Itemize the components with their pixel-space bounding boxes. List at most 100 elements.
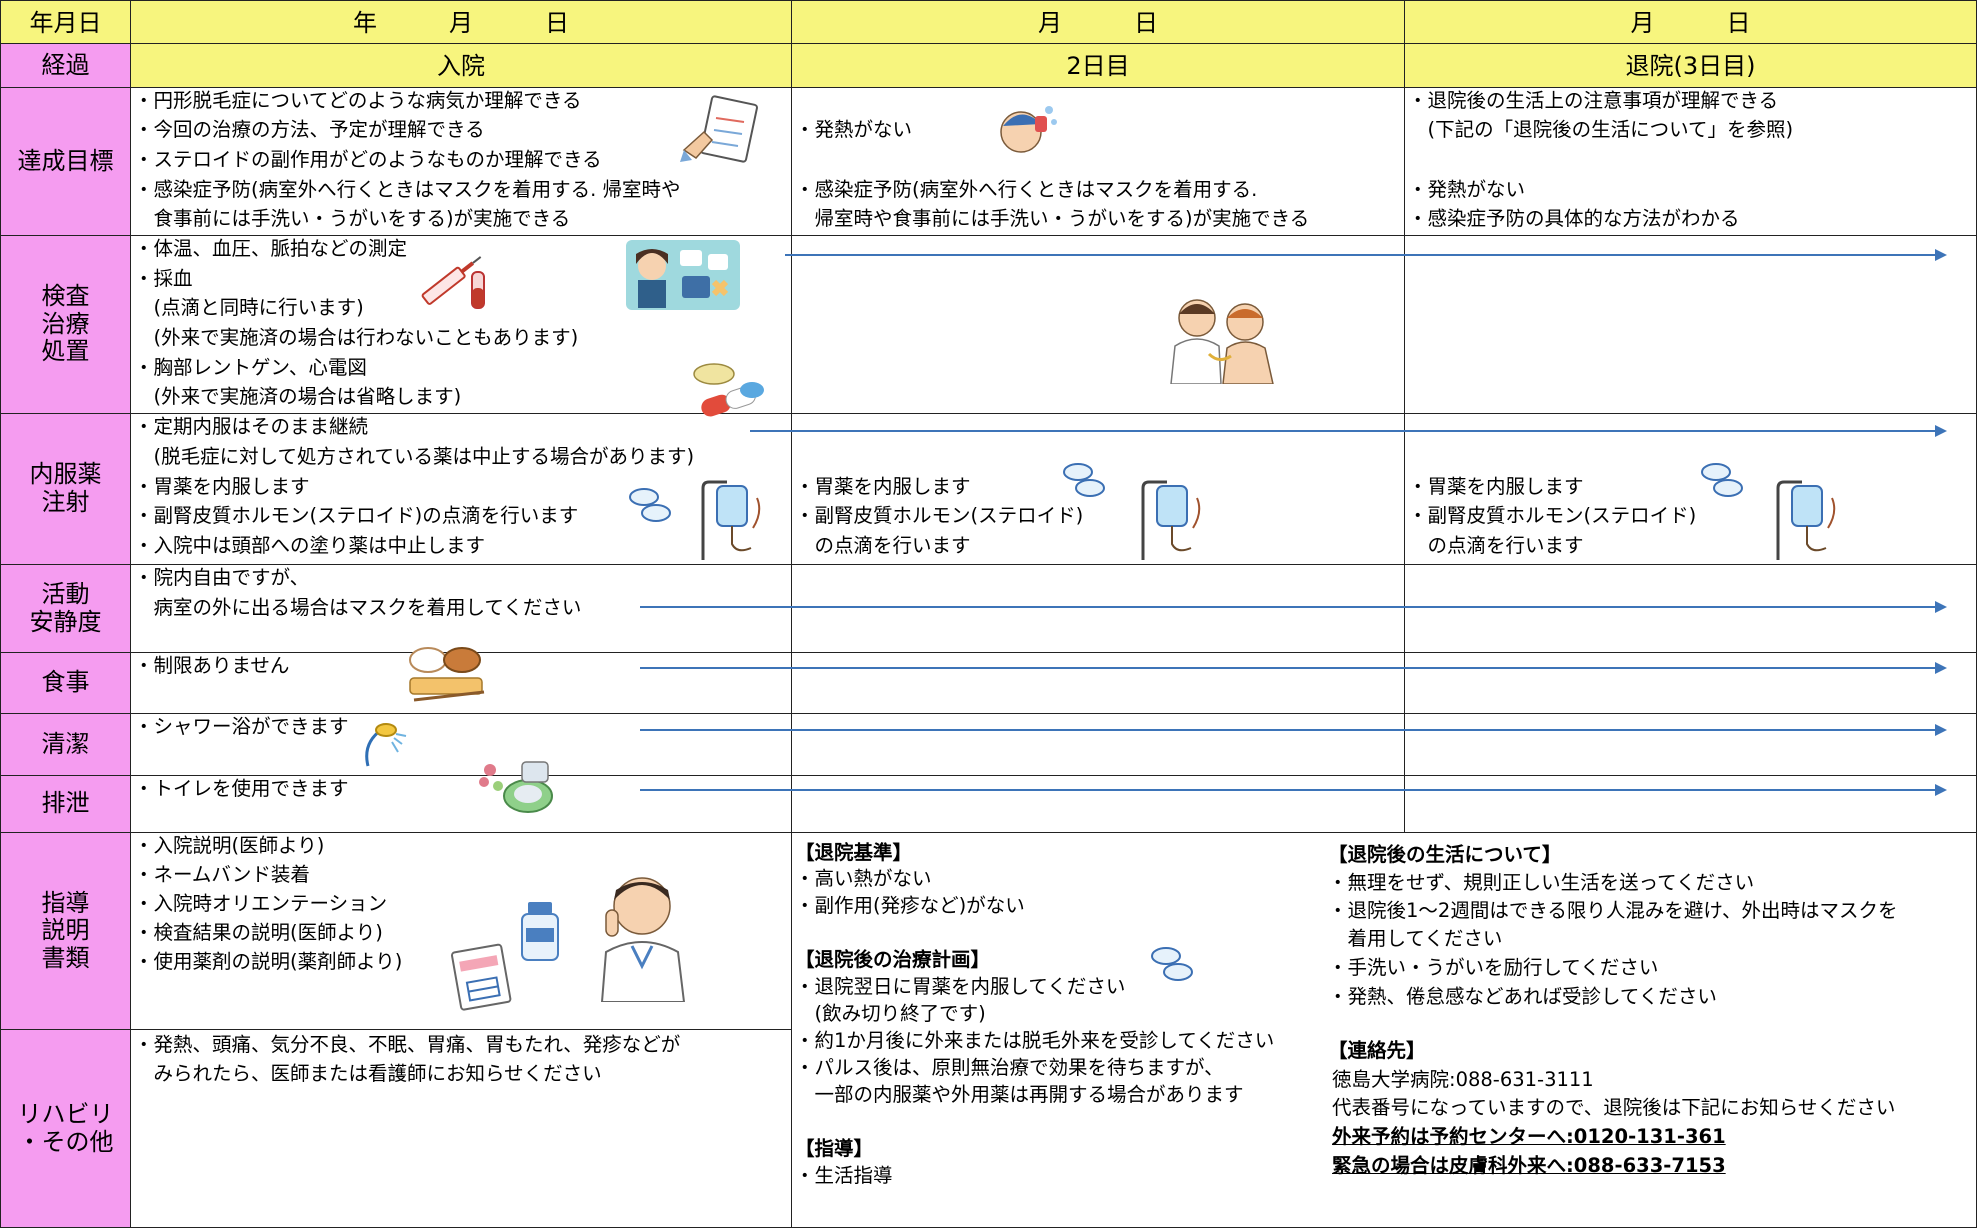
header-corner: 年月日 <box>29 9 102 37</box>
nurse-icon <box>626 240 740 310</box>
goal-text: ・ステロイドの副作用がどのようなものか理解できる <box>134 148 602 171</box>
continuation-arrow-hygiene <box>640 724 1947 736</box>
hygiene-col2-cell <box>791 713 1405 776</box>
meds-text: (脱毛症に対して処方されている薬は中止する場合があります) <box>134 445 695 468</box>
row-label-exam: 検査 治療 処置 <box>0 235 131 414</box>
tablet-icon <box>1062 460 1106 500</box>
activity-col2-cell <box>791 564 1405 653</box>
continuation-arrow-activity <box>640 601 1947 613</box>
header-date-3: 月 日 <box>1630 9 1751 37</box>
instruction-item: ・生活指導 <box>795 1164 893 1187</box>
guidance-text: ・検査結果の説明(医師より) <box>134 921 383 944</box>
header-date-1: 年 月 日 <box>353 9 569 37</box>
row-label-goals: 達成目標 <box>0 87 131 236</box>
iv-drip-icon <box>1137 478 1217 560</box>
meds-text: の点滴を行います <box>1408 534 1584 557</box>
discharge-criteria-item: ・高い熱がない <box>795 867 932 890</box>
goal-text: ・発熱がない <box>795 118 913 141</box>
rehab-text: みられたら、医師または看護師にお知らせください <box>134 1062 602 1085</box>
goal-text: ・感染症予防(病室外へ行くときはマスクを着用する. <box>795 178 1258 201</box>
continuation-arrow-exam <box>785 249 1947 261</box>
iv-drip-icon <box>697 478 777 560</box>
discharge-criteria-item: ・副作用(発疹など)がない <box>795 894 1025 917</box>
progress-col3: 退院(3日目) <box>1404 43 1977 88</box>
memo-icon <box>678 92 762 164</box>
guidance-text: ・入院説明(医師より) <box>134 834 325 857</box>
header-corner-cell: 年月日 <box>0 0 131 44</box>
excretion-col2-cell <box>791 775 1405 833</box>
row-label-hygiene: 清潔 <box>0 713 131 776</box>
life-after-item: ・手洗い・うがいを励行してください <box>1328 956 1659 979</box>
instruction-title: 【指導】 <box>795 1137 874 1160</box>
goal-text: ・感染症予防の具体的な方法がわかる <box>1408 207 1740 230</box>
meal-icon <box>404 644 490 704</box>
exam-text: (外来で実施済の場合は省略します) <box>134 385 462 408</box>
iv-drip-icon <box>1772 478 1852 560</box>
exam-col3-cell <box>1404 235 1977 414</box>
continuation-arrow-excretion <box>640 784 1947 796</box>
exam-text: ・胸部レントゲン、心電図 <box>134 356 367 379</box>
activity-col3-cell <box>1404 564 1977 653</box>
discharge-criteria-title: 【退院基準】 <box>795 841 913 864</box>
life-after-item: ・退院後1～2週間はできる限り人混みを避け、外出時はマスクを <box>1328 899 1898 922</box>
row-label-guidance: 指導 説明 書類 <box>0 832 131 1030</box>
guidance-text: ・入院時オリエンテーション <box>134 892 388 915</box>
treatment-plan-item: ・退院翌日に胃薬を内服してください <box>795 975 1126 998</box>
excretion-col3-cell <box>1404 775 1977 833</box>
life-after-title: 【退院後の生活について】 <box>1328 843 1562 866</box>
progress-col2: 2日目 <box>791 43 1405 88</box>
doctor-patient-icon <box>1163 292 1279 384</box>
exam-col2-cell <box>791 235 1405 414</box>
treatment-plan-item: ・約1か月後に外来または脱毛外来を受診してください <box>795 1029 1275 1052</box>
row-label-progress: 経過 <box>0 43 131 88</box>
treatment-plan-item: ・パルス後は、原則無治療で効果を待ちますが、 <box>795 1056 1224 1079</box>
contact-title: 【連絡先】 <box>1328 1039 1426 1062</box>
syringe-icon <box>410 244 492 312</box>
exam-text: ・採血 <box>134 267 193 290</box>
meal-col3-cell <box>1404 652 1977 714</box>
tablet-icon <box>1150 944 1194 984</box>
goal-text: ・発熱がない <box>1408 178 1526 201</box>
fever-child-icon <box>993 102 1059 158</box>
contact-reservation: 外来予約は予約センターへ:0120-131-361 <box>1332 1125 1726 1148</box>
meds-text: ・副腎皮質ホルモン(ステロイド)の点滴を行います <box>134 504 579 527</box>
contact-emergency: 緊急の場合は皮膚科外来へ:088-633-7153 <box>1332 1154 1726 1177</box>
goal-text: ・今回の治療の方法、予定が理解できる <box>134 118 485 141</box>
goal-text: ・円形脱毛症についてどのような病気か理解できる <box>134 89 582 112</box>
contact-hospital: 徳島大学病院:088-631-3111 <box>1332 1068 1594 1091</box>
meds-text: ・胃薬を内服します <box>1408 475 1584 498</box>
meds-text: ・胃薬を内服します <box>134 475 310 498</box>
header-date-col2: 月 日 <box>791 0 1405 44</box>
hygiene-text: ・シャワー浴ができます <box>134 715 349 738</box>
rehab-text: ・発熱、頭痛、気分不良、不眠、胃痛、胃もたれ、発疹などが <box>134 1033 681 1056</box>
excretion-text: ・トイレを使用できます <box>134 777 349 800</box>
meal-col2-cell <box>791 652 1405 714</box>
meal-text: ・制限ありません <box>134 654 290 677</box>
meds-text: ・胃薬を内服します <box>795 475 971 498</box>
life-after-item: ・発熱、倦怠感などあれば受診してください <box>1328 985 1717 1008</box>
header-date-col3: 月 日 <box>1404 0 1977 44</box>
tablet-icon <box>1700 460 1744 500</box>
doctor-icon <box>592 870 692 1002</box>
meds-text: ・副腎皮質ホルモン(ステロイド) <box>1408 504 1697 527</box>
goal-text: ・感染症予防(病室外へ行くときはマスクを着用する. 帰室時や <box>134 178 681 201</box>
goal-text: (下記の「退院後の生活について」を参照) <box>1408 118 1794 141</box>
shower-icon <box>358 720 408 770</box>
treatment-plan-item: 一部の内服薬や外用薬は再開する場合があります <box>795 1083 1244 1106</box>
hygiene-col3-cell <box>1404 713 1977 776</box>
activity-text: ・院内自由ですが、 <box>134 566 310 589</box>
goal-text: 食事前には手洗い・うがいをする)が実施できる <box>134 207 571 230</box>
row-label-rehab: リハビリ ・その他 <box>0 1029 131 1228</box>
continuation-arrow-meds <box>750 425 1947 437</box>
row-label-activity: 活動 安静度 <box>0 564 131 653</box>
header-date-col1: 年 月 日 <box>130 0 792 44</box>
meds-text: の点滴を行います <box>795 534 971 557</box>
meds-text: ・定期内服はそのまま継続 <box>134 415 369 438</box>
meds-text: ・入院中は頭部への塗り薬は中止します <box>134 534 486 557</box>
toilet-icon <box>476 756 558 818</box>
tablet-icon <box>628 485 672 525</box>
contact-note: 代表番号になっていますので、退院後は下記にお知らせください <box>1332 1096 1896 1119</box>
goal-text: 帰室時や食事前には手洗い・うがいをする)が実施できる <box>795 207 1310 230</box>
treatment-plan-title: 【退院後の治療計画】 <box>795 948 991 971</box>
